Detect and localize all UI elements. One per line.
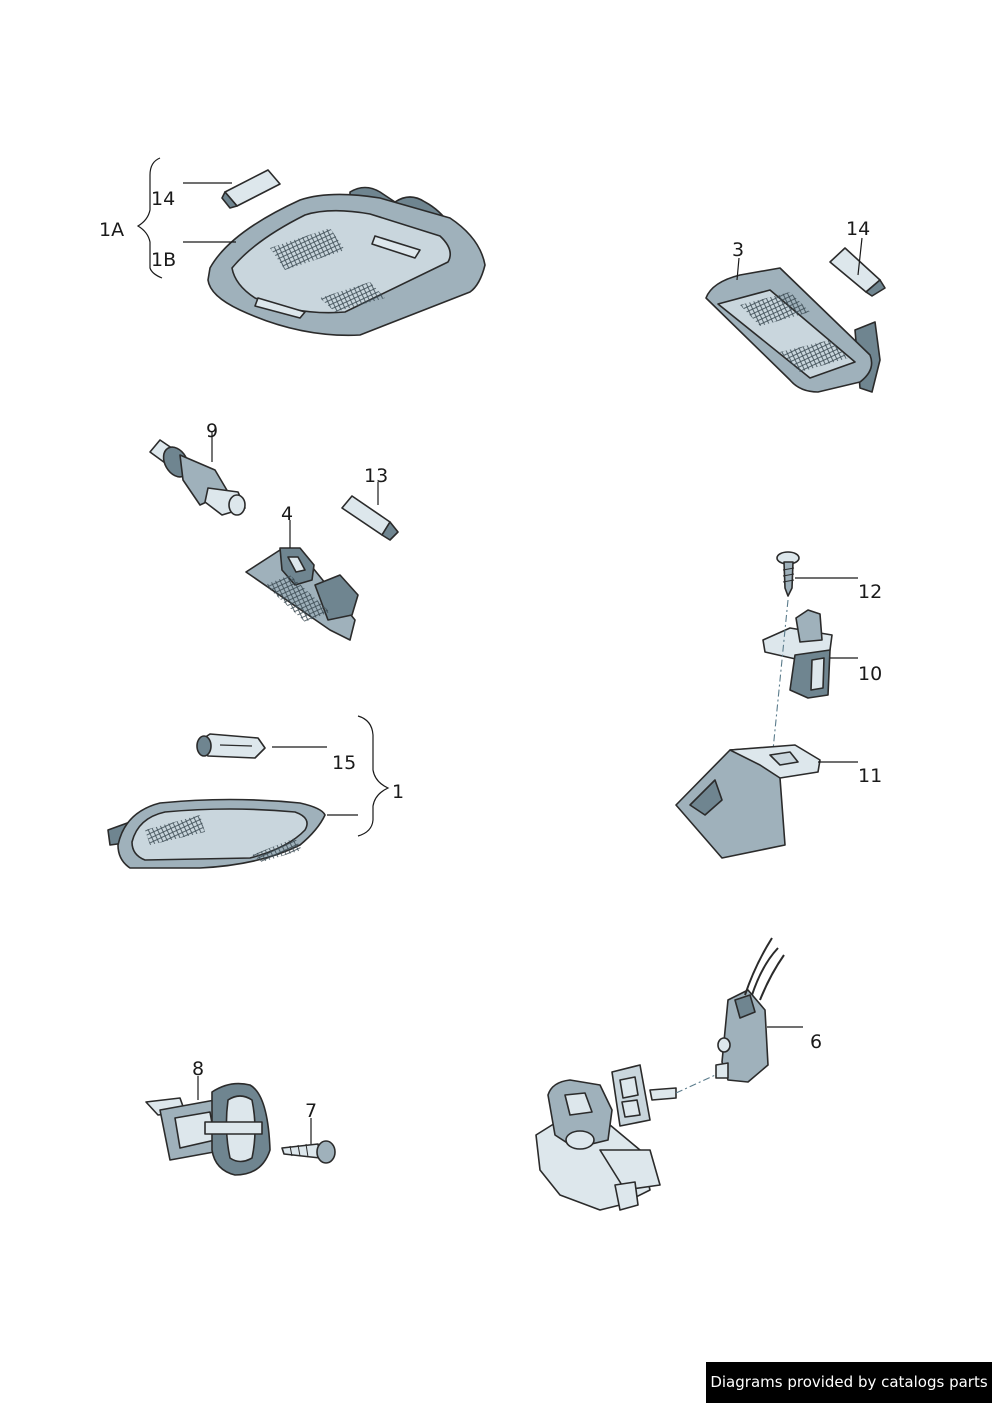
brace-1 <box>357 715 390 837</box>
door-latch <box>535 1064 677 1211</box>
interior-lamp-3 <box>705 247 886 393</box>
lamp-holder-4 <box>245 547 359 641</box>
label-1A: 1A <box>99 219 124 241</box>
assembly-axis-6 <box>675 1071 723 1094</box>
contact-switch-9 <box>149 439 246 516</box>
attribution-banner: Diagrams provided by catalogs parts <box>706 1362 992 1403</box>
interior-lamp-1 <box>107 798 326 869</box>
label-4: 4 <box>281 503 293 525</box>
label-1B: 1B <box>151 249 176 271</box>
bulb-14-top-left <box>221 169 281 209</box>
mounting-bracket-11 <box>675 744 821 859</box>
screw-12 <box>776 551 800 597</box>
label-13: 13 <box>364 465 388 487</box>
bulb-14-top-right <box>829 247 886 297</box>
label-14-a: 14 <box>151 188 175 210</box>
bolt-7 <box>281 1140 336 1164</box>
assembly-axis-12-11 <box>771 599 789 761</box>
label-7: 7 <box>305 1100 317 1122</box>
label-3: 3 <box>732 239 744 261</box>
brace-1A <box>136 157 163 279</box>
bulb-13 <box>341 495 399 541</box>
bulb-15 <box>196 733 266 759</box>
label-11: 11 <box>858 765 882 787</box>
label-12: 12 <box>858 581 882 603</box>
switch-housing-8 <box>145 1082 271 1176</box>
label-9: 9 <box>206 420 218 442</box>
dome-light-assembly-1A <box>207 169 486 337</box>
label-10: 10 <box>858 663 882 685</box>
label-8: 8 <box>192 1058 204 1080</box>
door-contact-switch-10 <box>762 609 833 699</box>
leader-3 <box>736 257 740 281</box>
label-15: 15 <box>332 752 356 774</box>
label-14-b: 14 <box>846 218 870 240</box>
latch-sensor-6 <box>715 937 785 1083</box>
label-1: 1 <box>392 781 404 803</box>
label-6: 6 <box>810 1031 822 1053</box>
leader-14-b <box>857 237 863 276</box>
